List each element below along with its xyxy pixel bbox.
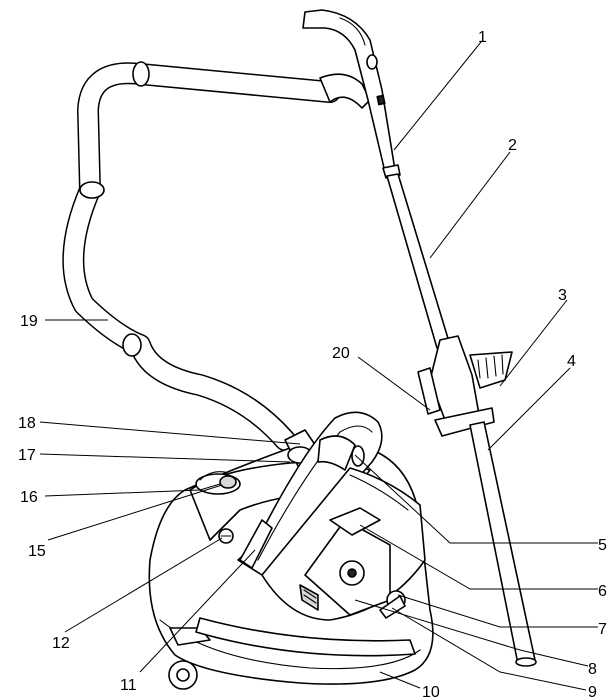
callout-line-11 <box>139 549 256 673</box>
label-9: 9 <box>588 684 597 700</box>
part-numbers: 1 2 3 4 5 6 7 8 9 10 11 12 15 16 17 18 1… <box>18 29 607 700</box>
callout-line-4 <box>487 367 571 451</box>
dust-compartment-lid <box>237 411 383 576</box>
label-11: 11 <box>120 677 137 694</box>
callout-line-8 <box>354 599 589 667</box>
label-7: 7 <box>598 621 607 638</box>
callout-line-1 <box>393 41 482 151</box>
label-8: 8 <box>588 661 597 678</box>
suction-hose <box>62 61 341 451</box>
callout-line-18 <box>39 421 301 445</box>
label-5: 5 <box>598 537 607 554</box>
label-18: 18 <box>18 415 36 432</box>
callout-line-16 <box>44 483 221 497</box>
extension-tube-upper <box>386 173 451 349</box>
callout-line-10 <box>379 671 421 689</box>
label-16: 16 <box>20 489 38 506</box>
callout-line-5 <box>354 454 598 544</box>
label-20: 20 <box>332 345 350 362</box>
label-3: 3 <box>558 287 567 304</box>
dust-compartment <box>261 467 426 621</box>
extension-tube-lower <box>469 421 537 667</box>
callout-line-17 <box>39 453 291 463</box>
callout-line-7 <box>397 594 598 628</box>
tube-connector-clip <box>417 335 513 437</box>
label-2: 2 <box>508 137 517 154</box>
label-1: 1 <box>478 29 487 46</box>
callout-line-12 <box>64 537 223 633</box>
callout-lines <box>39 41 598 691</box>
callout-line-15 <box>47 484 223 541</box>
callout-line-9 <box>391 607 587 691</box>
callout-line-6 <box>359 524 598 590</box>
label-17: 17 <box>18 447 36 464</box>
label-6: 6 <box>598 583 607 600</box>
callout-line-3 <box>499 299 568 387</box>
callout-line-20 <box>357 356 431 411</box>
label-19: 19 <box>20 313 38 330</box>
label-12: 12 <box>52 635 70 652</box>
label-4: 4 <box>567 353 576 370</box>
label-10: 10 <box>422 684 440 700</box>
callout-line-2 <box>429 151 511 259</box>
label-15: 15 <box>28 543 46 560</box>
